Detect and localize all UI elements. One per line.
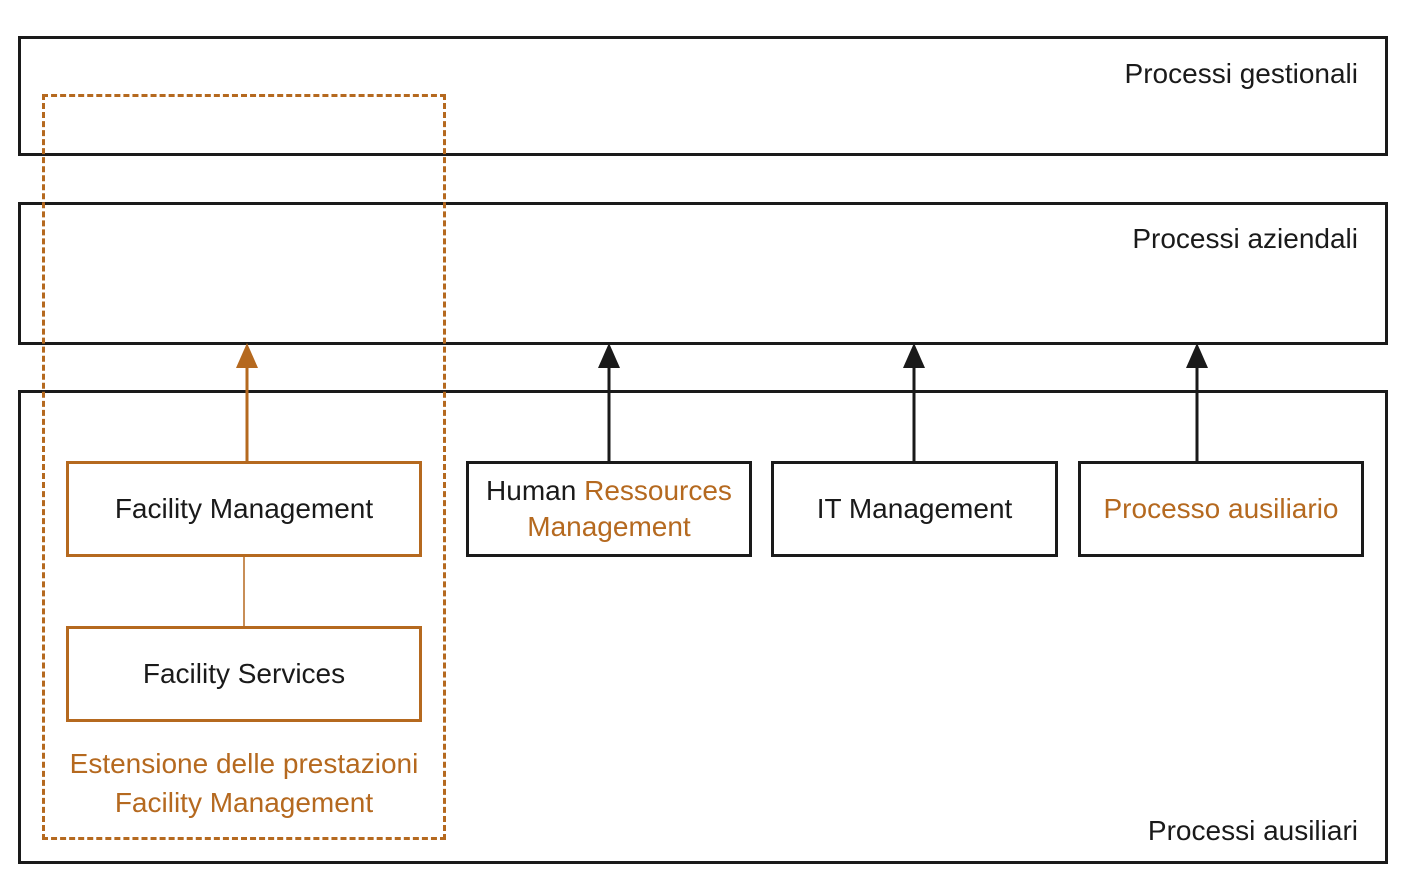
facility-management-box: Facility Management: [66, 461, 422, 557]
facility-management-arrowhead: [236, 343, 258, 368]
layer-management-processes: [18, 36, 1388, 156]
layer-business-label: Processi aziendali: [1132, 223, 1358, 254]
hr-label-part1: Human: [486, 474, 585, 506]
facility-services-label: Facility Services: [142, 657, 346, 689]
it-management-box: IT Management: [771, 461, 1058, 557]
facility-services-box: Facility Services: [66, 626, 422, 722]
extension-region-line1: Estensione delle prestazioni: [69, 748, 419, 779]
extension-region-line2: Facility Management: [114, 787, 374, 819]
human-resources-management-box: Human Ressources Management: [466, 461, 752, 557]
it-arrowhead: [903, 343, 925, 368]
auxiliary-process-label: Processo ausiliario: [1103, 492, 1339, 524]
hr-arrowhead: [598, 343, 620, 368]
layer-support-label: Processi ausiliari: [1147, 815, 1358, 846]
auxiliary-arrowhead: [1186, 343, 1208, 368]
extension-region-label: Estensione delle prestazioni Facility Ma…: [42, 744, 446, 822]
auxiliary-process-box: Processo ausiliario: [1078, 461, 1364, 557]
facility-management-extension-region: [42, 94, 446, 840]
layer-management-label: Processi gestionali: [1124, 58, 1358, 89]
facility-management-label: Facility Management: [114, 492, 374, 524]
hr-label-part2: Ressources: [584, 474, 732, 506]
layer-business-processes: [18, 202, 1388, 345]
it-management-label: IT Management: [816, 492, 1013, 524]
layer-support-processes: [18, 390, 1388, 864]
hr-label-part3: Management: [527, 511, 691, 542]
